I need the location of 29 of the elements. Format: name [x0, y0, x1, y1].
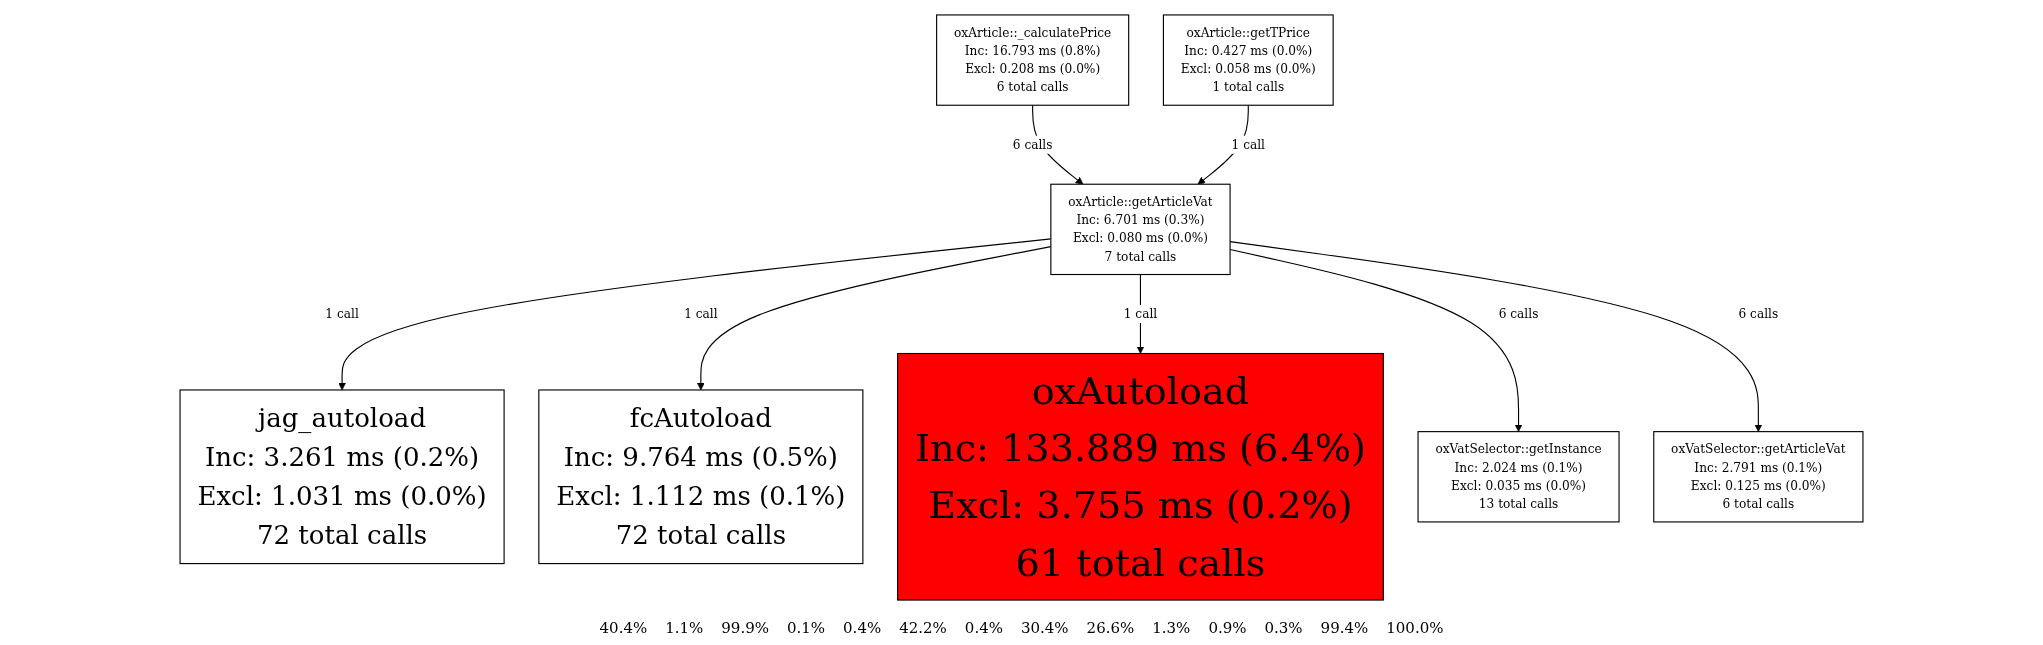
- edge-label: 6 calls: [1012, 137, 1053, 152]
- node-box: jag_autoload Inc: 3.261 ms (0.2%) Excl: 1.031 ms (0.0%) 72 total calls: [179, 389, 505, 565]
- node-box: oxArticle::getArticleVat Inc: 6.701 ms (0.3%) Excl: 0.080 ms (0.0%) 7 total calls: [1050, 183, 1231, 276]
- percentage-label: 0.3%: [1264, 619, 1303, 637]
- edge-label: 1 call: [684, 306, 718, 321]
- percentage-label: 0.9%: [1208, 619, 1247, 637]
- percentage-label: 0.4%: [964, 619, 1003, 637]
- node-box: oxAutoload Inc: 133.889 ms (6.4%) Excl: 3.755 ms (0.2%) 61 total calls: [897, 352, 1384, 601]
- node-box: oxArticle::getTPrice Inc: 0.427 ms (0.0%) Excl: 0.058 ms (0.0%) 1 total calls: [1162, 14, 1334, 106]
- percentage-label: 99.4%: [1320, 619, 1369, 637]
- edge-label: 6 calls: [1498, 306, 1539, 321]
- node-box: oxVatSelector::getArticleVat Inc: 2.791 ms (0.1%) Excl: 0.125 ms (0.0%) 6 total calls: [1653, 431, 1864, 523]
- edge-label: 1 call: [325, 306, 359, 321]
- percentage-label: 100.0%: [1386, 619, 1444, 637]
- percentage-label: 26.6%: [1086, 619, 1135, 637]
- edge-label: 1 call: [1231, 137, 1265, 152]
- node-box: oxVatSelector::getInstance Inc: 2.024 ms (0.1%) Excl: 0.035 ms (0.0%) 13 total calls: [1417, 431, 1620, 523]
- percentage-label: 1.1%: [665, 619, 704, 637]
- percentage-label: 0.4%: [843, 619, 882, 637]
- node-box: oxArticle::_calculatePrice Inc: 16.793 ms (0.8%) Excl: 0.208 ms (0.0%) 6 total calls: [936, 14, 1130, 106]
- percentage-label: 42.2%: [899, 619, 947, 637]
- edge-label: 6 calls: [1738, 306, 1779, 321]
- percentage-label: 40.4%: [599, 619, 648, 637]
- node-box: fcAutoload Inc: 9.764 ms (0.5%) Excl: 1.112 ms (0.1%) 72 total calls: [538, 389, 864, 565]
- percentage-label: 30.4%: [1020, 619, 1069, 637]
- percentage-label: 0.1%: [786, 619, 826, 637]
- percentage-label: 1.3%: [1152, 619, 1191, 637]
- percentage-label: 99.9%: [721, 619, 769, 637]
- edge-label: 1 call: [1123, 306, 1158, 321]
